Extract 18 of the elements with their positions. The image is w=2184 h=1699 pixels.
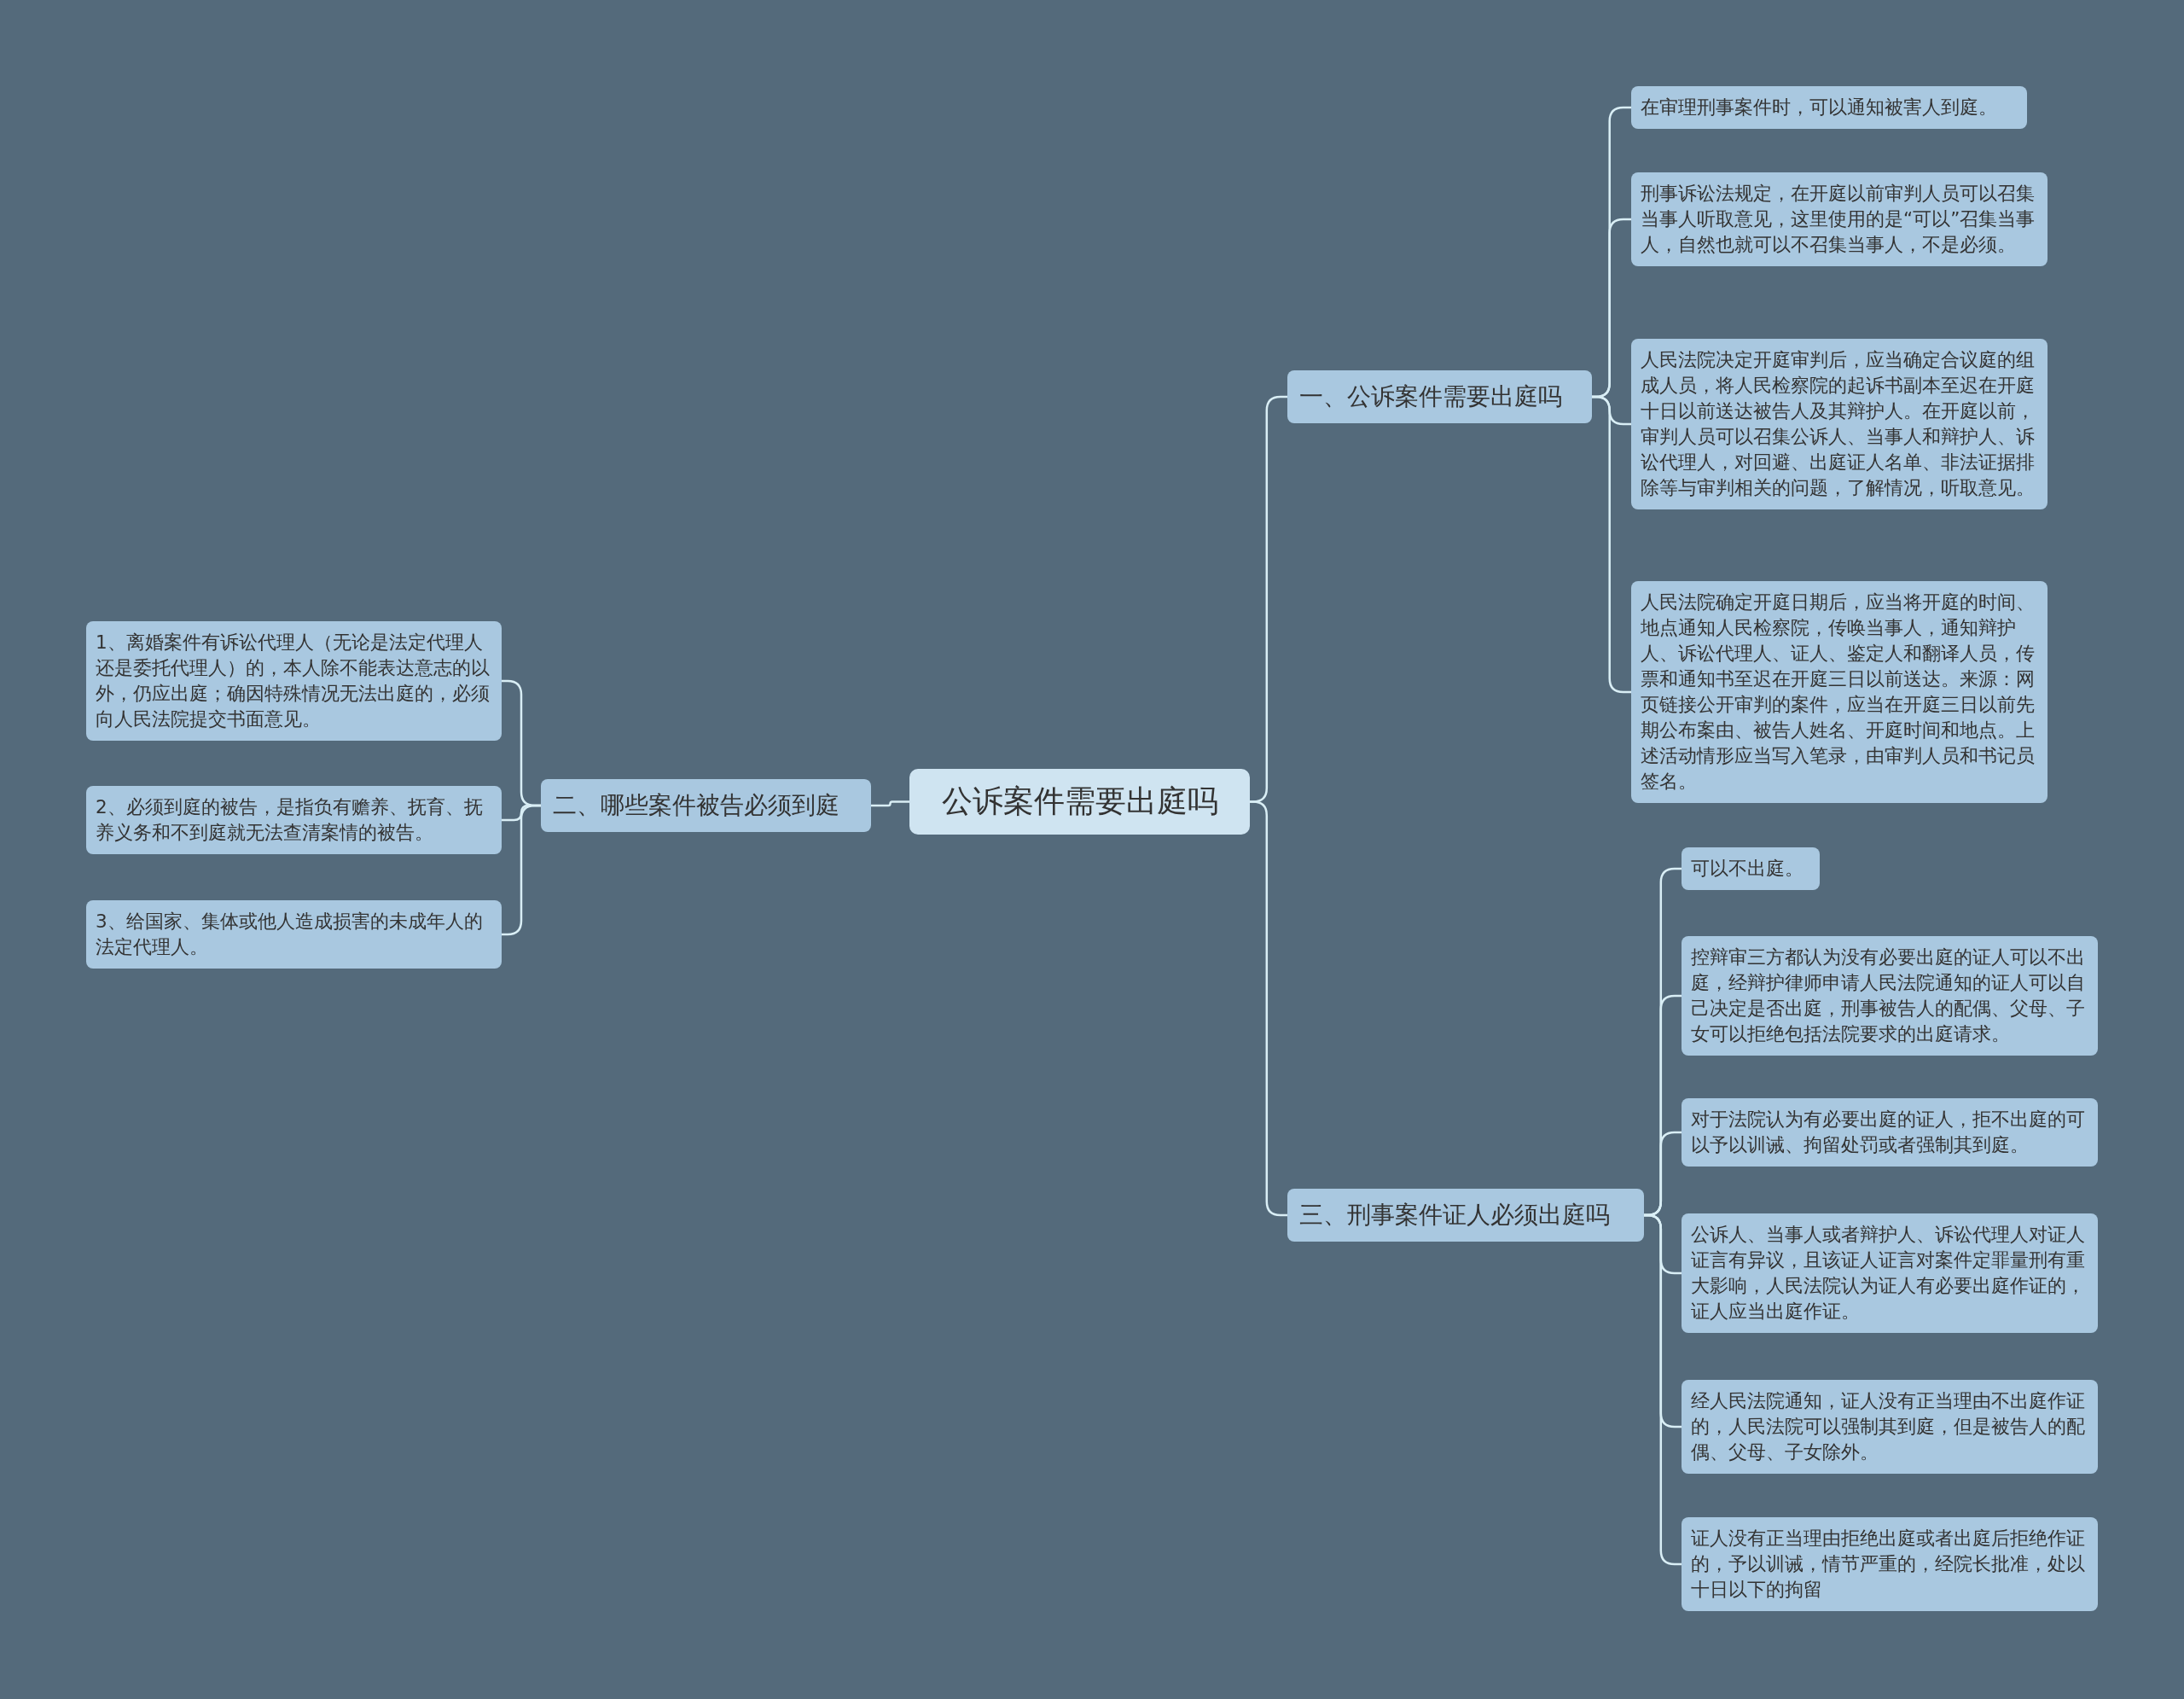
leaf-topic: 刑事诉讼法规定，在开庭以前审判人员可以召集当事人听取意见，这里使用的是“可以”召集当事人，自然也就可以不召集当事人，不是必须。: [1631, 172, 2048, 266]
connector-line: [871, 800, 909, 807]
leaf-topic: 2、必须到庭的被告，是指负有赡养、抚育、抚养义务和不到庭就无法查清案情的被告。: [86, 786, 502, 854]
leaf-topic: 证人没有正当理由拒绝出庭或者出庭后拒绝作证的，予以训诫，情节严重的，经院长批准，处以十日以下的拘留: [1682, 1517, 2098, 1611]
leaf-topic: 人民法院确定开庭日期后，应当将开庭的时间、地点通知人民检察院，传唤当事人，通知辩护人、诉讼代理人、证人、鉴定人和翻译人员，传票和通知书至迟在开庭三日以前送达。来源：网页链接公开审判的案件，应当在开庭三日以前先期公布案由、被告人姓名、开庭时间和地点。上述活动情形应当写入笔录，由审判人员和书记员签名。: [1631, 581, 2048, 803]
leaf-topic: 控辩审三方都认为没有必要出庭的证人可以不出庭，经辩护律师申请人民法院通知的证人可以自己决定是否出庭，刑事被告人的配偶、父母、子女可以拒绝包括法院要求的出庭请求。: [1682, 936, 2098, 1056]
leaf-topic: 人民法院决定开庭审判后，应当确定合议庭的组成人员，将人民检察院的起诉书副本至迟在开庭十日以前送达被告人及其辩护人。在开庭以前，审判人员可以召集公诉人、当事人和辩护人、诉讼代理人，对回避、出庭证人名单、非法证据排除等与审判相关的问题，了解情况，听取意见。: [1631, 339, 2048, 509]
branch-topic: 三、刑事案件证人必须出庭吗: [1287, 1189, 1644, 1242]
leaf-topic: 1、离婚案件有诉讼代理人（无论是法定代理人还是委托代理人）的，本人除不能表达意志的以外，仍应出庭；确因特殊情况无法出庭的，必须向人民法院提交书面意见。: [86, 621, 502, 741]
leaf-topic: 经人民法院通知，证人没有正当理由不出庭作证的，人民法院可以强制其到庭，但是被告人的配偶、父母、子女除外。: [1682, 1380, 2098, 1474]
branch-topic: 一、公诉案件需要出庭吗: [1287, 370, 1592, 423]
leaf-topic: 对于法院认为有必要出庭的证人，拒不出庭的可以予以训诫、拘留处罚或者强制其到庭。: [1682, 1098, 2098, 1167]
leaf-topic: 公诉人、当事人或者辩护人、诉讼代理人对证人证言有异议，且该证人证言对案件定罪量刑有重大影响，人民法院认为证人有必要出庭作证的，证人应当出庭作证。: [1682, 1213, 2098, 1333]
central-topic: 公诉案件需要出庭吗: [909, 769, 1250, 835]
branch-topic: 二、哪些案件被告必须到庭: [541, 779, 871, 832]
leaf-topic: 3、给国家、集体或他人造成损害的未成年人的法定代理人。: [86, 900, 502, 969]
leaf-topic: 可以不出庭。: [1682, 847, 1820, 890]
leaf-topic: 在审理刑事案件时，可以通知被害人到庭。: [1631, 86, 2027, 129]
